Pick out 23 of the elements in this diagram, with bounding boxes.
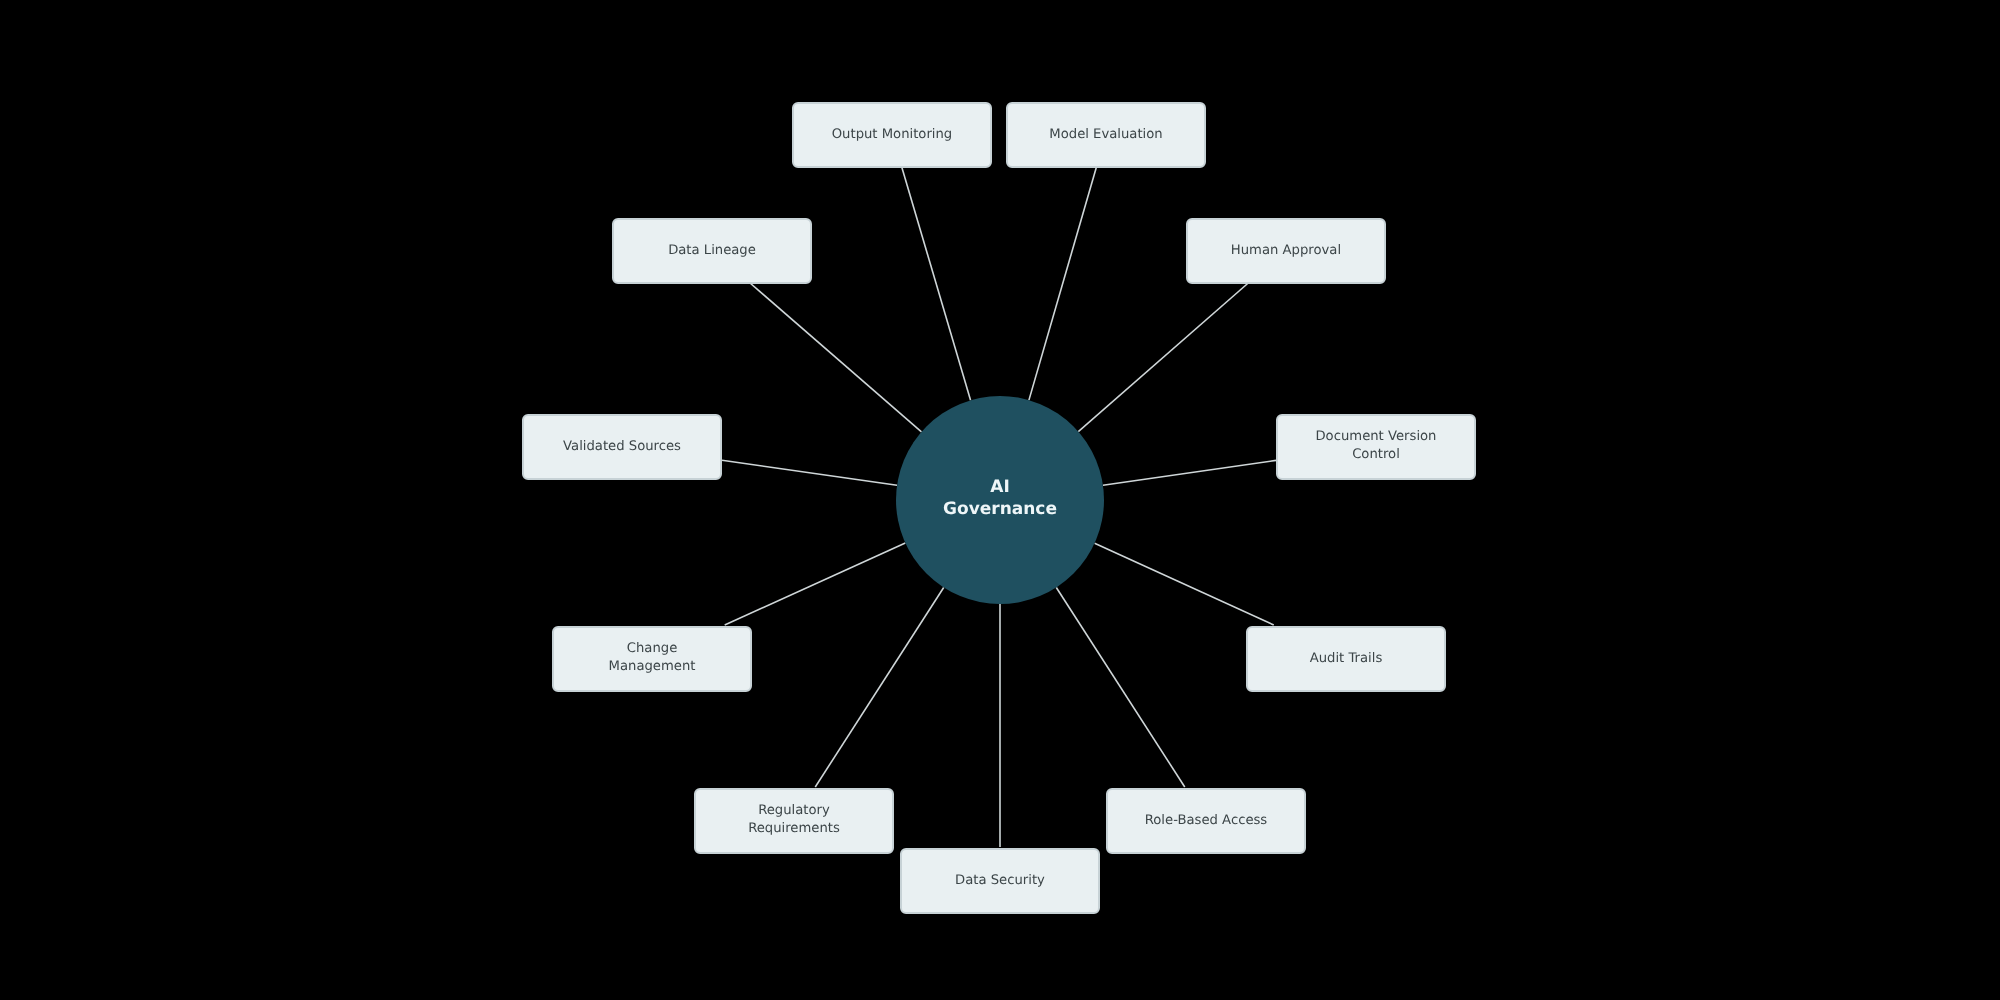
- topic-box: [694, 787, 894, 853]
- topic-box: [792, 101, 992, 167]
- topic-box: [522, 413, 722, 479]
- topic-box: [1006, 101, 1206, 167]
- topic-box: [1186, 217, 1386, 283]
- topic-box: [1246, 625, 1446, 691]
- connector-line: [1077, 282, 1250, 433]
- hub-title: AI Governance: [941, 478, 1059, 522]
- connector-line: [1028, 166, 1098, 401]
- topic-box: [900, 847, 1100, 913]
- connector-line: [749, 282, 923, 433]
- connector-line: [1102, 459, 1277, 487]
- connector-line: [900, 166, 972, 402]
- topic-box: [1106, 787, 1306, 853]
- connector-line: [721, 459, 898, 487]
- topic-box: [552, 625, 752, 691]
- connector-line: [999, 603, 1001, 848]
- connector-line: [1055, 586, 1186, 788]
- connector-line: [814, 586, 945, 788]
- topic-box: [612, 217, 812, 283]
- connector-line: [723, 542, 907, 626]
- connector-line: [1093, 542, 1275, 626]
- topic-box: [1276, 413, 1476, 479]
